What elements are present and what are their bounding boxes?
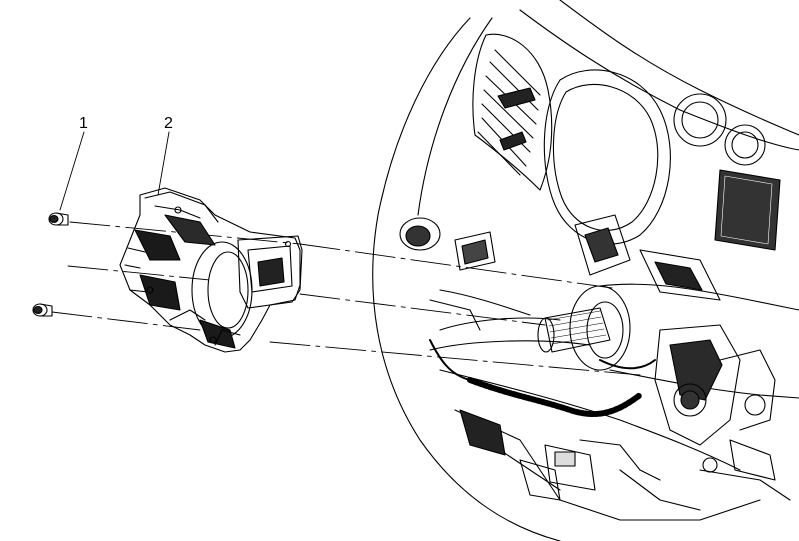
part-1-screw-lower bbox=[32, 303, 53, 317]
air-vent bbox=[472, 33, 553, 191]
alignment-line-center bbox=[67, 265, 546, 326]
leader-line-2 bbox=[157, 131, 170, 196]
dashboard-steering-column-assembly bbox=[372, 0, 799, 541]
callout-label-1: 1 bbox=[79, 115, 88, 132]
part-1-screw-upper bbox=[48, 212, 69, 226]
dash-knob bbox=[399, 217, 496, 271]
instrument-cluster bbox=[543, 69, 781, 251]
wiring-harness bbox=[429, 339, 656, 417]
ignition-lock-assembly bbox=[654, 324, 776, 481]
callout-label-2: 2 bbox=[164, 115, 173, 132]
steering-shaft bbox=[537, 283, 799, 399]
dash-panel-outline bbox=[372, 17, 561, 541]
leader-line-1 bbox=[59, 131, 85, 211]
part-2-housing bbox=[119, 187, 303, 353]
alignment-line-lower bbox=[51, 311, 641, 376]
